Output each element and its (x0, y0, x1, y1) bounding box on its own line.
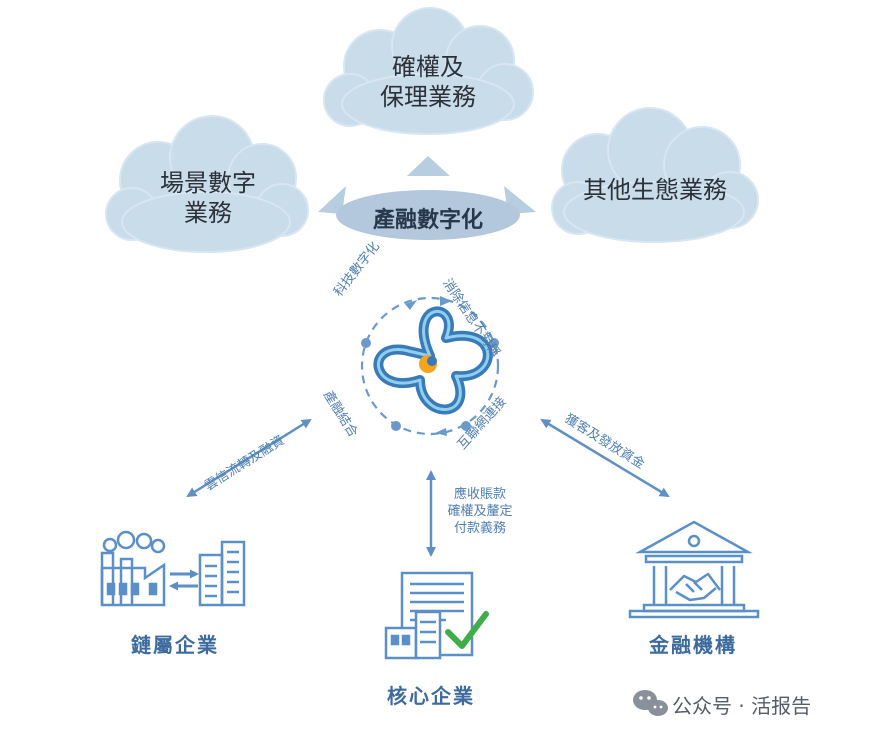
cloud-right (551, 107, 759, 243)
entity-left-label: 鏈屬企業 (131, 633, 219, 657)
center-logo-icon (373, 306, 493, 415)
entity-right-label: 金融機構 (649, 633, 737, 657)
up-arrow-left (318, 186, 346, 214)
core-building-icon (384, 610, 442, 660)
entity-center-label: 核心企業 (387, 684, 475, 708)
arrow-right-double (540, 418, 670, 498)
handshake-icon (669, 572, 721, 602)
hub-label: 產融數字化 (372, 208, 483, 233)
up-arrow-top (407, 156, 450, 176)
bank-icon (628, 520, 760, 619)
hub-ellipse (336, 190, 520, 240)
cloud-left-label: 場景數字 業務 (160, 169, 256, 227)
cloud-top-label: 確權及 保理業務 (380, 53, 476, 111)
checkmark-icon (445, 611, 489, 649)
process-ring (360, 296, 500, 436)
wechat-icon (633, 690, 668, 716)
factory-icon (100, 530, 166, 607)
arrow-left-double (186, 418, 312, 498)
watermark-text: 公众号 · 活报告 (672, 694, 812, 718)
office-building-icon (198, 540, 246, 607)
cloud-top (323, 7, 534, 135)
exchange-arrows-icon (169, 569, 199, 591)
cloud-right-label: 其他生態業務 (583, 176, 727, 204)
arrow-center-label: 應收賬款 確權及釐定 付款義務 (447, 487, 513, 536)
cloud-left (105, 115, 309, 253)
